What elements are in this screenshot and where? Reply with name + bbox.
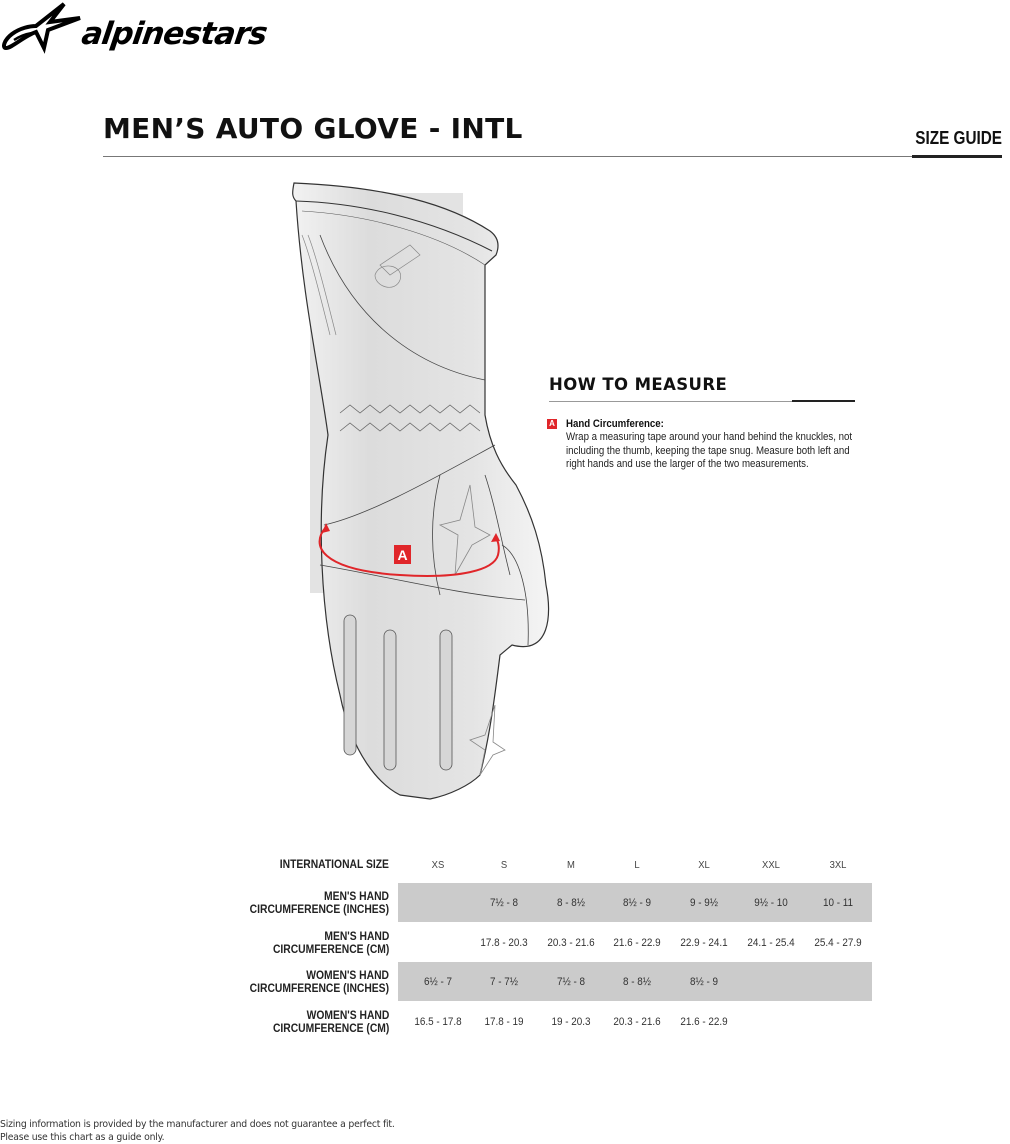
row-label: WOMEN'S HAND CIRCUMFERENCE (CM) xyxy=(273,1002,389,1041)
table-cell: 9½ - 10 xyxy=(754,896,788,909)
row-label-line1: WOMEN'S HAND xyxy=(306,968,389,982)
glove-illustration: A xyxy=(280,175,560,815)
row-shade xyxy=(398,962,872,1001)
table-row: WOMEN'S HAND CIRCUMFERENCE (INCHES) 6½ -… xyxy=(240,962,880,1001)
row-label-line2: CIRCUMFERENCE (CM) xyxy=(272,941,389,956)
table-cell: 21.6 - 22.9 xyxy=(680,1015,728,1028)
table-cell: 25.4 - 27.9 xyxy=(814,936,862,949)
row-shade xyxy=(398,883,872,922)
row-label: WOMEN'S HAND CIRCUMFERENCE (INCHES) xyxy=(250,962,389,1001)
table-cell xyxy=(808,1002,867,1041)
how-to-measure-title: HOW TO MEASURE xyxy=(549,375,728,394)
marker-a-badge xyxy=(394,545,411,564)
table-row: MEN'S HAND CIRCUMFERENCE (INCHES) 7½ - 8… xyxy=(240,883,880,922)
brand-wordmark: alpinestars xyxy=(79,16,269,52)
title-divider xyxy=(103,156,1002,157)
header-label: INTERNATIONAL SIZE xyxy=(279,857,389,872)
disclaimer-line1: Sizing information is provided by the ma… xyxy=(0,1119,395,1130)
measure-description: Wrap a measuring tape around your hand b… xyxy=(566,431,853,470)
table-row: WOMEN'S HAND CIRCUMFERENCE (CM) 16.5 - 1… xyxy=(240,1002,880,1041)
table-cell xyxy=(741,1002,800,1041)
row-label-line1: MEN'S HAND xyxy=(324,889,389,903)
size-header-cell: M xyxy=(567,858,575,871)
table-cell: 7½ - 8 xyxy=(489,896,519,909)
table-cell: 7 - 7½ xyxy=(489,975,519,988)
size-header-cell: XL xyxy=(698,858,710,871)
star-swoosh-icon xyxy=(2,2,81,54)
row-label-line2: CIRCUMFERENCE (INCHES) xyxy=(249,980,389,995)
table-cell: 17.8 - 20.3 xyxy=(480,936,528,949)
table-cell: 7½ - 8 xyxy=(556,975,586,988)
title-divider-accent xyxy=(912,155,1002,158)
table-cell xyxy=(408,883,467,922)
size-header-cell: L xyxy=(634,858,640,871)
size-header-cell: 3XL xyxy=(829,858,847,871)
table-cell: 8 - 8½ xyxy=(556,896,586,909)
page-title: MEN’S AUTO GLOVE - INTL xyxy=(103,112,523,145)
table-row: MEN'S HAND CIRCUMFERENCE (CM) 17.8 - 20.… xyxy=(240,923,880,962)
table-cell xyxy=(808,962,867,1001)
how-to-measure-divider-accent xyxy=(792,400,855,402)
table-cell: 24.1 - 25.4 xyxy=(747,936,795,949)
row-label: INTERNATIONAL SIZE xyxy=(280,845,389,884)
glove-icon: A xyxy=(292,182,550,800)
row-label: MEN'S HAND CIRCUMFERENCE (INCHES) xyxy=(250,883,389,922)
table-cell: 21.6 - 22.9 xyxy=(613,936,661,949)
table-cell: 8½ - 9 xyxy=(689,975,719,988)
disclaimer-line2: Please use this chart as a guide only. xyxy=(0,1132,165,1143)
row-label-line2: CIRCUMFERENCE (INCHES) xyxy=(249,901,389,916)
size-header-cell: S xyxy=(500,858,508,871)
table-header-row: INTERNATIONAL SIZE XS S M L XL XXL 3XL xyxy=(240,845,880,884)
table-cell: 20.3 - 21.6 xyxy=(613,1015,661,1028)
disclaimer: Sizing information is provided by the ma… xyxy=(0,1118,395,1144)
table-cell: 9 - 9½ xyxy=(689,896,719,909)
table-cell: 10 - 11 xyxy=(822,896,854,909)
measure-label: Hand Circumference: xyxy=(566,418,664,430)
row-label: MEN'S HAND CIRCUMFERENCE (CM) xyxy=(273,923,389,962)
section-label: SIZE GUIDE xyxy=(915,128,1002,148)
row-label-line1: WOMEN'S HAND xyxy=(306,1008,389,1022)
marker-a-badge: A xyxy=(547,419,557,429)
table-cell: 17.8 - 19 xyxy=(484,1015,524,1028)
table-cell: 8 - 8½ xyxy=(622,975,652,988)
table-cell xyxy=(741,962,800,1001)
table-cell: 22.9 - 24.1 xyxy=(680,936,728,949)
size-header-cell: XS xyxy=(431,858,445,871)
size-header-cell: XXL xyxy=(762,858,780,871)
table-cell: 6½ - 7 xyxy=(423,975,453,988)
how-to-measure-divider xyxy=(549,401,855,402)
row-label-line2: CIRCUMFERENCE (CM) xyxy=(272,1020,389,1035)
table-cell: 20.3 - 21.6 xyxy=(547,936,595,949)
table-cell: 19 - 20.3 xyxy=(551,1015,591,1028)
table-cell xyxy=(408,923,467,962)
svg-text:A: A xyxy=(397,547,407,563)
brand-logo: alpinestars xyxy=(2,2,277,54)
table-cell: 8½ - 9 xyxy=(622,896,652,909)
row-label-line1: MEN'S HAND xyxy=(324,929,389,943)
table-cell: 16.5 - 17.8 xyxy=(414,1015,462,1028)
